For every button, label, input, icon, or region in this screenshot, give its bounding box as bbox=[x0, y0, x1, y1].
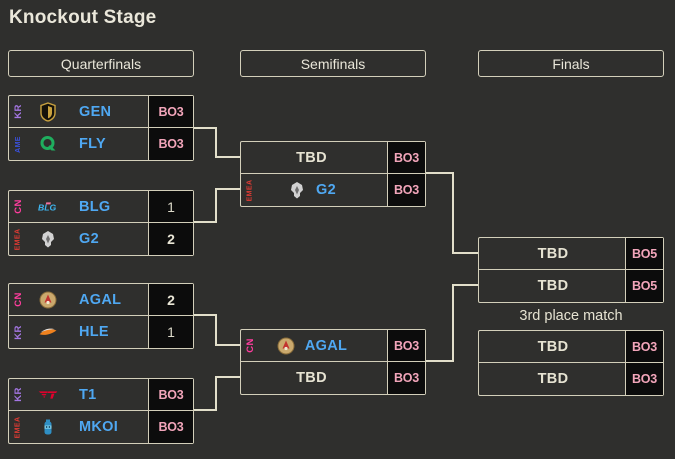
match-slot: TBD BO3 bbox=[479, 331, 663, 363]
match-format-cell: BO3 bbox=[387, 142, 425, 173]
agal-logo-icon bbox=[276, 336, 296, 356]
match-format-cell: BO3 bbox=[387, 330, 425, 361]
match-slot: KR HLE 1 bbox=[9, 316, 193, 348]
match-slot: CN BLG BLG 1 bbox=[9, 191, 193, 223]
match-slot: TBD BO3 bbox=[479, 363, 663, 395]
region-label: KR bbox=[12, 324, 24, 340]
match-qf4[interactable]: KR T1 BO3 EMEA MKOI BO3 bbox=[8, 378, 194, 444]
team-name: GEN bbox=[79, 103, 112, 120]
match-slot: EMEA G2 BO3 bbox=[241, 174, 425, 206]
region-label: CN bbox=[12, 292, 24, 307]
team-name-tbd: TBD bbox=[537, 371, 569, 387]
match-qf1[interactable]: KR GEN BO3 AME FLY BO3 bbox=[8, 95, 194, 161]
team-name-tbd: TBD bbox=[296, 149, 327, 166]
team-name: HLE bbox=[79, 324, 109, 340]
team-name: MKOI bbox=[79, 419, 119, 435]
agal-logo-icon bbox=[38, 290, 58, 310]
match-score-cell: 1 bbox=[148, 316, 193, 348]
team-name: T1 bbox=[79, 386, 97, 403]
match-third-place[interactable]: TBD BO3 TBD BO3 bbox=[478, 330, 664, 396]
match-score-cell: 1 bbox=[148, 191, 193, 222]
match-format-cell: BO3 bbox=[387, 362, 425, 394]
team-name: G2 bbox=[316, 182, 336, 198]
blg-logo-icon: BLG bbox=[38, 197, 58, 217]
match-slot: TBD BO3 bbox=[241, 362, 425, 394]
match-format-cell: BO3 bbox=[625, 363, 663, 395]
match-format-cell: BO3 bbox=[148, 128, 193, 160]
match-format-cell: BO3 bbox=[387, 174, 425, 206]
team-name: FLY bbox=[79, 136, 106, 152]
region-label: CN bbox=[244, 338, 256, 353]
match-format-cell: BO3 bbox=[148, 96, 193, 127]
mkoi-logo-icon bbox=[38, 417, 58, 437]
region-label: EMEA bbox=[14, 228, 22, 250]
match-slot: CN AGAL BO3 bbox=[241, 330, 425, 362]
match-slot: TBD BO5 bbox=[479, 270, 663, 302]
match-final[interactable]: TBD BO5 TBD BO5 bbox=[478, 237, 664, 303]
match-slot: KR T1 BO3 bbox=[9, 379, 193, 411]
match-score-cell: 2 bbox=[148, 284, 193, 315]
match-format-cell: BO3 bbox=[148, 411, 193, 443]
region-label: KR bbox=[12, 387, 24, 402]
match-sf2[interactable]: CN AGAL BO3 TBD BO3 bbox=[240, 329, 426, 395]
region-label: AME bbox=[14, 135, 22, 153]
team-name: G2 bbox=[79, 231, 99, 247]
g2-logo-icon bbox=[287, 180, 307, 200]
match-format-cell: BO5 bbox=[625, 238, 663, 269]
team-name: AGAL bbox=[304, 337, 348, 354]
svg-text:BLG: BLG bbox=[38, 202, 57, 212]
team-name-tbd: TBD bbox=[537, 338, 569, 355]
region-label: EMEA bbox=[14, 416, 22, 438]
team-name-tbd: TBD bbox=[537, 245, 569, 262]
match-format-cell: BO5 bbox=[625, 270, 663, 302]
region-label: EMEA bbox=[246, 179, 254, 201]
match-qf3[interactable]: CN AGAL 2 KR HLE 1 bbox=[8, 283, 194, 349]
match-qf2[interactable]: CN BLG BLG 1 EMEA G2 2 bbox=[8, 190, 194, 256]
match-score-cell: 2 bbox=[148, 223, 193, 255]
match-slot: EMEA G2 2 bbox=[9, 223, 193, 255]
region-label: KR bbox=[12, 104, 24, 119]
team-name: AGAL bbox=[79, 291, 122, 308]
match-slot: EMEA MKOI BO3 bbox=[9, 411, 193, 443]
match-slot: TBD BO5 bbox=[479, 238, 663, 270]
match-slot: AME FLY BO3 bbox=[9, 128, 193, 160]
g2-logo-icon bbox=[38, 229, 58, 249]
column-header-semifinals: Semifinals bbox=[240, 50, 426, 77]
match-format-cell: BO3 bbox=[148, 379, 193, 410]
team-name-tbd: TBD bbox=[537, 278, 569, 294]
team-name: BLG bbox=[79, 198, 111, 215]
match-slot: TBD BO3 bbox=[241, 142, 425, 174]
match-slot: KR GEN BO3 bbox=[9, 96, 193, 128]
team-name-tbd: TBD bbox=[296, 370, 327, 386]
match-sf1[interactable]: TBD BO3 EMEA G2 BO3 bbox=[240, 141, 426, 207]
page-title: Knockout Stage bbox=[9, 7, 157, 28]
column-header-finals: Finals bbox=[478, 50, 664, 77]
match-format-cell: BO3 bbox=[625, 331, 663, 362]
t1-logo-icon bbox=[38, 385, 58, 405]
fly-logo-icon bbox=[38, 134, 58, 154]
region-label: CN bbox=[12, 199, 24, 214]
column-header-quarterfinals: Quarterfinals bbox=[8, 50, 194, 77]
gen-logo-icon bbox=[38, 101, 58, 122]
match-slot: CN AGAL 2 bbox=[9, 284, 193, 316]
hle-logo-icon bbox=[38, 322, 58, 342]
third-place-title: 3rd place match bbox=[519, 308, 623, 324]
